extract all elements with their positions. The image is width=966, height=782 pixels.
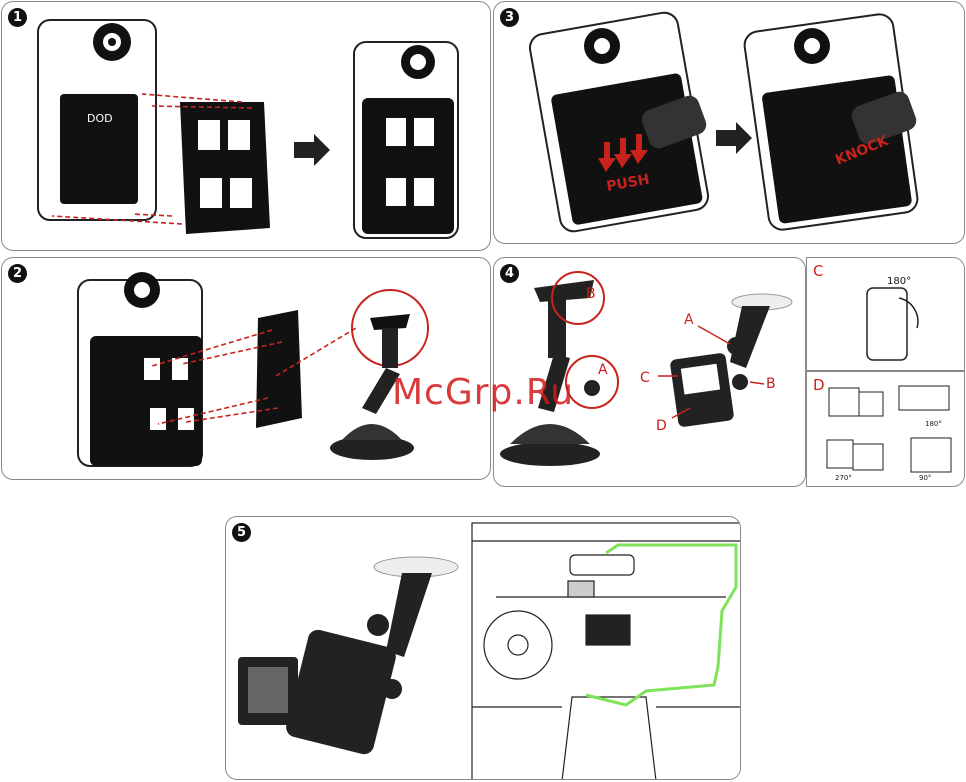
camera-knock: KNOCK: [743, 13, 919, 232]
step-5-illustration: [226, 517, 741, 780]
step-3-illustration: PUSH KNOCK: [494, 2, 965, 244]
step-2-illustration: [2, 258, 491, 480]
label-b: B: [766, 376, 776, 392]
step-5-panel: 5: [225, 516, 741, 780]
step-3-panel: 3 PUSH KNOCK: [493, 1, 965, 244]
label-a: A: [684, 312, 694, 328]
label-a-bottom: A: [598, 362, 608, 378]
step-1-illustration: DOD: [2, 2, 491, 251]
adapter-plate: [256, 310, 302, 428]
mounted-camera: [238, 557, 458, 756]
camera-assembled: [354, 42, 458, 238]
car-interior: [472, 523, 741, 780]
rotation-angle-d2: 180°: [925, 420, 942, 428]
mount-plate: [180, 102, 270, 234]
label-c: C: [640, 370, 650, 386]
next-arrow-icon: [716, 122, 752, 154]
camera-push: PUSH: [528, 10, 710, 233]
brand-logo: DOD: [87, 112, 113, 125]
detail-illustrations: 180° 180° 270° 90°: [807, 258, 965, 487]
rotation-angle-d3: 270°: [835, 474, 852, 482]
camera-back: [78, 272, 202, 466]
rotation-angle-d4: 90°: [919, 474, 931, 482]
step-2-panel: 2: [1, 257, 491, 480]
next-arrow-icon: [294, 134, 330, 166]
watermark: McGrp.Ru: [392, 372, 574, 413]
step-1-panel: 1 DOD: [1, 1, 491, 251]
camera-device: DOD: [38, 20, 156, 220]
step-4-detail-panel: C D 180° 180° 270° 90°: [806, 257, 965, 487]
rotation-angle-c: 180°: [887, 276, 911, 287]
label-d: D: [656, 418, 667, 434]
label-b-top: B: [586, 286, 596, 302]
